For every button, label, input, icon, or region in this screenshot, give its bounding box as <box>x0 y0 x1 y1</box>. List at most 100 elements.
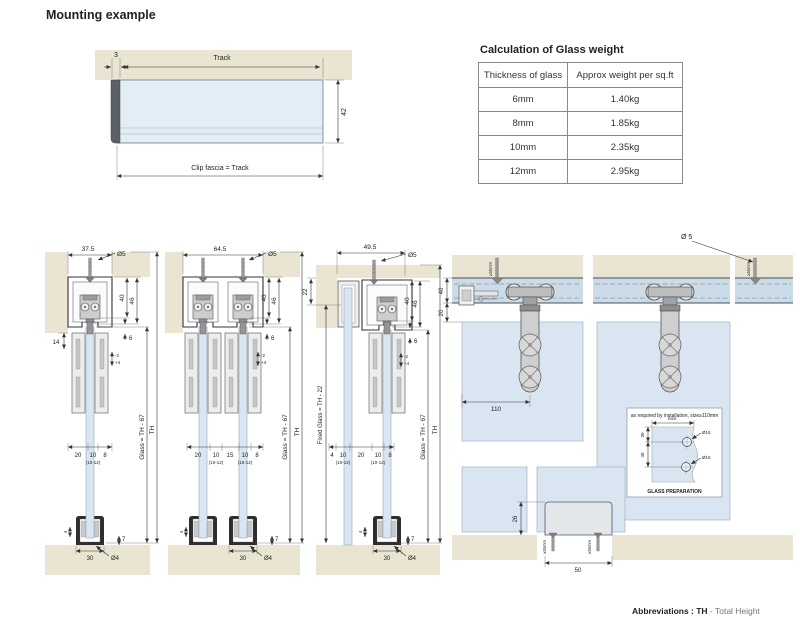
d3-bg-dia: Ø4 <box>408 556 417 562</box>
inset-title: as required by installation, size≥110mm <box>631 413 718 419</box>
d1-dim-40: 40 <box>119 294 126 302</box>
d1-tol-plus: +4 <box>115 360 121 365</box>
d2-w8: 8 <box>255 453 259 459</box>
inset-dim-30: 30 <box>640 432 645 438</box>
cell-weight: 1.85kg <box>567 111 683 136</box>
d2-tol-minus: -2 <box>261 353 265 358</box>
ceiling-screw-left <box>491 257 504 285</box>
d3-w8: 8 <box>388 453 392 459</box>
d2-dim-6: 6 <box>271 336 275 342</box>
d3-bg7: 7 <box>411 537 415 543</box>
d1-w8: 8 <box>103 453 107 459</box>
d2-w10a: 10 <box>213 453 220 459</box>
cell-weight: 2.95kg <box>567 159 683 184</box>
d1-w20: 20 <box>75 453 82 459</box>
d3-th: TH <box>432 425 439 434</box>
d2-screw-dia: Ø5 <box>268 251 277 258</box>
floor-screw-note-2: ≥35mm <box>587 540 592 554</box>
inset-caption: GLASS PREPARATION <box>647 489 702 495</box>
d1-bg4: 4 <box>63 530 68 533</box>
d3-dim-22: 22 <box>303 288 309 295</box>
d1-tol-minus: -2 <box>115 353 119 358</box>
abbreviations-footer: Abbreviations : TH - Total Height <box>632 606 760 616</box>
glass-weight-table-block: Calculation of Glass weight Thickness of… <box>478 44 683 184</box>
d2-dim-40: 40 <box>261 294 268 302</box>
d2-bg4: 4 <box>179 530 184 533</box>
d1-dim-14: 14 <box>53 340 60 346</box>
d2-w10b: 10 <box>242 453 249 459</box>
elev-dim-20: 20 <box>439 309 445 316</box>
inset-hole1: Ø15 <box>702 430 711 435</box>
table-row: 6mm 1.40kg <box>478 87 683 112</box>
d3-w10a: 10 <box>340 453 347 459</box>
cell-weight: 1.40kg <box>567 87 683 112</box>
d2-bg-dia: Ø4 <box>264 556 273 562</box>
floor-screw-note-1: ≥35mm <box>542 540 547 554</box>
d2-range2: (10-12) <box>238 460 253 465</box>
drawing-double-track: 64.5 Ø5 40 46 6 -2 +4 20 10 15 <box>165 246 304 575</box>
d2-w20: 20 <box>195 453 202 459</box>
d1-w10: 10 <box>90 453 97 459</box>
table-row: 10mm 2.35kg <box>478 135 683 160</box>
elev-dim-40: 40 <box>439 287 445 294</box>
d1-glass-height: Glass = TH - 67 <box>139 414 146 460</box>
d2-bg7: 7 <box>275 537 279 543</box>
d1-top-width: 37.5 <box>82 246 95 253</box>
col-header-thickness: Thickness of glass <box>478 62 568 88</box>
d3-dim-40: 40 <box>404 297 411 305</box>
table-row: 8mm 1.85kg <box>478 111 683 136</box>
abbreviations-label: Abbreviations : TH <box>632 606 708 616</box>
elev-dim-26: 26 <box>513 515 519 522</box>
abbreviations-value: - Total Height <box>709 606 760 616</box>
screw-note-left: ≥35mm <box>488 262 493 276</box>
glass-panel-lower-left <box>461 466 528 533</box>
track-dim-label: Track <box>213 55 231 62</box>
cell-thickness: 8mm <box>478 111 568 136</box>
d3-range1: (10-12) <box>336 460 351 465</box>
d3-range2: (10-12) <box>371 460 386 465</box>
d3-glass-height: Glass = TH - 67 <box>420 414 427 460</box>
d3-w10b: 10 <box>375 453 382 459</box>
dim-3-label: 3 <box>114 52 118 59</box>
d1-dim-6: 6 <box>129 336 133 342</box>
d2-range1: (10-12) <box>209 460 224 465</box>
d1-dim-46: 46 <box>129 297 136 305</box>
drawing-fixed-glass-track: 49.5 Ø5 22 40 46 6 -2 +4 <box>303 244 442 575</box>
d3-bg4: 4 <box>358 530 363 533</box>
d1-bg30: 30 <box>87 556 94 562</box>
d2-dim-46: 46 <box>271 297 278 305</box>
d2-w15: 15 <box>227 453 234 459</box>
clip-fascia-label: Clip fascia = Track <box>191 165 249 172</box>
inset-hole2: Ø15 <box>702 455 711 460</box>
table-title: Calculation of Glass weight <box>480 44 624 56</box>
d3-dim-6: 6 <box>414 339 418 345</box>
d1-bg-dia: Ø4 <box>111 556 120 562</box>
table-row: 12mm 2.95kg <box>478 159 683 184</box>
elev-screw-dia: Ø 5 <box>681 234 692 241</box>
drawing-single-track: 37.5 Ø5 40 46 6 -2 +4 14 20 10 <box>45 246 159 575</box>
d3-bg30: 30 <box>384 556 391 562</box>
inset-dim-48: 48 <box>640 452 645 458</box>
d2-top-width: 64.5 <box>214 246 227 253</box>
dim-42-label: 42 <box>341 108 348 116</box>
d3-fixed-glass: Fixed Glass = TH - 22 <box>318 385 324 444</box>
cell-thickness: 10mm <box>478 135 568 160</box>
screw-note-right: ≥35mm <box>746 262 751 276</box>
d3-w20: 20 <box>358 453 365 459</box>
d3-tol-plus: +4 <box>404 361 410 366</box>
elev-dim-50: 50 <box>575 568 582 574</box>
col-header-weight: Approx weight per sq.ft <box>567 62 683 88</box>
d1-bg7: 7 <box>122 537 126 543</box>
track-fascia-diagram: 3 Track 42 Clip fascia = Track <box>95 50 352 180</box>
cell-thickness: 6mm <box>478 87 568 112</box>
track-band <box>452 277 793 304</box>
drawing-side-elevation: ≥35mm ≥35mm ≥35mm ≥35mm 40 20 Ø 5 110 <box>439 234 793 574</box>
glass-preparation-inset: as required by installation, size≥110mm … <box>626 407 723 498</box>
d3-screw-dia: Ø5 <box>408 252 417 259</box>
d3-top-width: 49.5 <box>364 244 377 251</box>
d2-bg30: 30 <box>240 556 247 562</box>
d1-th: TH <box>149 425 156 434</box>
fascia-clip <box>110 79 121 144</box>
d2-glass-height: Glass = TH - 67 <box>282 414 289 460</box>
